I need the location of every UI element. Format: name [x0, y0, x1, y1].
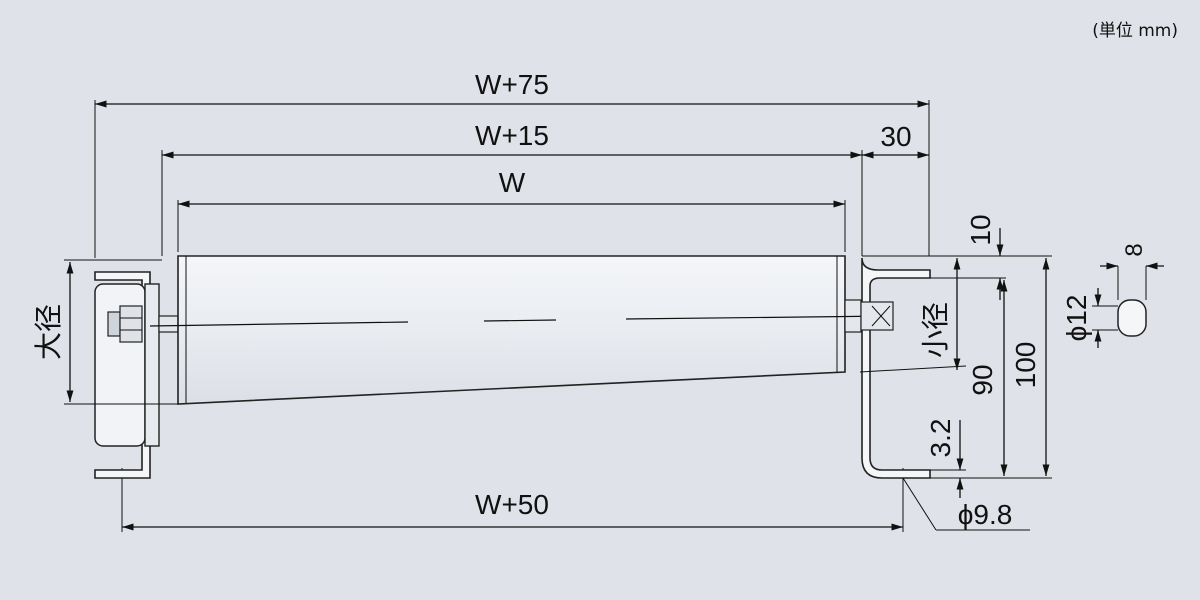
- dim-bracket-offset-label: 30: [880, 121, 911, 152]
- right-bracket: [860, 257, 931, 479]
- dim-hole-diameter-label: ϕ9.8: [958, 499, 1013, 530]
- dim-plate-thickness-label: 3.2: [925, 419, 956, 458]
- tapered-roller: [149, 255, 893, 405]
- dim-hole-pitch-label: W+50: [475, 489, 549, 520]
- dim-plate-thickness: 3.2: [925, 419, 964, 498]
- dim-top-gap: 10: [965, 214, 1004, 300]
- dim-height-inner: 90: [967, 280, 1008, 476]
- dim-shaft-flat-label: 8: [1121, 243, 1148, 256]
- dim-between-brackets: W+15 30: [162, 120, 929, 159]
- dim-shaft-diameter-label: ϕ12: [1061, 295, 1092, 342]
- dim-height-outer-label: 100: [1010, 342, 1041, 389]
- large-diameter-dim: 大径: [32, 259, 178, 405]
- dim-overall: W+75: [95, 69, 929, 108]
- unit-note: (単位 mm): [1092, 21, 1178, 41]
- small-diameter-label: 小径: [919, 302, 952, 358]
- shaft-detail: 8 ϕ12: [1061, 243, 1164, 348]
- dim-roller-length-label: W: [499, 167, 526, 198]
- dim-roller-length: W: [178, 167, 845, 208]
- left-bracket: [94, 259, 179, 479]
- dim-overall-label: W+75: [475, 69, 549, 100]
- dim-top-gap-label: 10: [965, 214, 996, 245]
- dim-hole-pitch: W+50: [121, 489, 903, 531]
- large-diameter-label: 大径: [32, 304, 65, 360]
- dim-height-outer: 100: [1010, 258, 1050, 476]
- right-extension-lines: [859, 255, 1052, 479]
- dim-hole-diameter: ϕ9.8: [902, 477, 1030, 531]
- dim-height-inner-label: 90: [967, 364, 998, 395]
- small-diameter-dim: 小径: [919, 258, 961, 370]
- dim-between-brackets-label: W+15: [475, 120, 549, 151]
